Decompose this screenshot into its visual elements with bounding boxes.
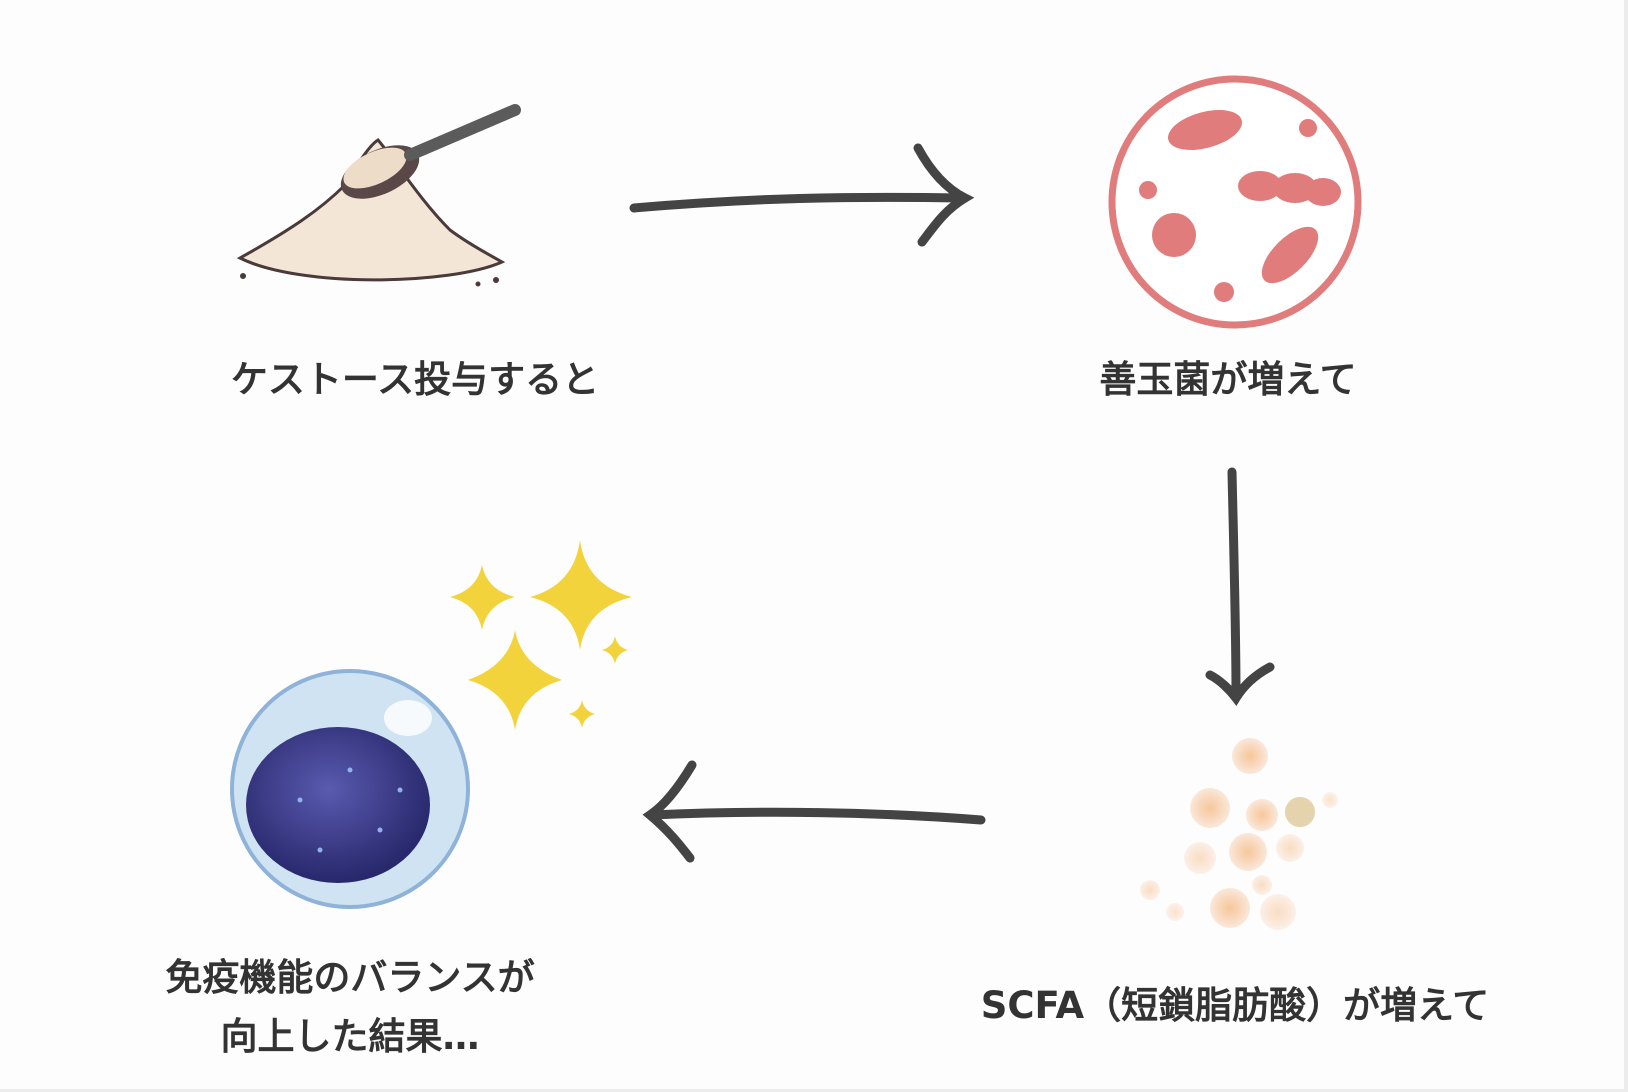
- arrow-down: [1205, 467, 1275, 706]
- arrow-left: [642, 760, 986, 863]
- bacteria-icon: [1108, 75, 1362, 329]
- step-4-label-line1: 免疫機能のバランスが: [165, 956, 535, 999]
- step-4-label-line2: 向上した結果…: [220, 1015, 480, 1059]
- step-1-label: ケストース投与すると: [230, 358, 600, 401]
- powder-spoon-icon: [236, 104, 521, 287]
- arrow-right: [629, 143, 975, 247]
- step-4-label: 免疫機能のバランスが 向上した結果…: [165, 948, 534, 1066]
- sparkles-icon: [450, 540, 632, 730]
- bubbles-icon: [1140, 738, 1338, 930]
- immune-cell-icon: [230, 669, 470, 909]
- step-3-label: SCFA（短鎖脂肪酸）が増えて: [980, 984, 1490, 1027]
- step-2-label: 善玉菌が増えて: [1099, 358, 1357, 401]
- right-edge: [1624, 0, 1628, 1092]
- bottom-edge: [0, 1089, 1628, 1092]
